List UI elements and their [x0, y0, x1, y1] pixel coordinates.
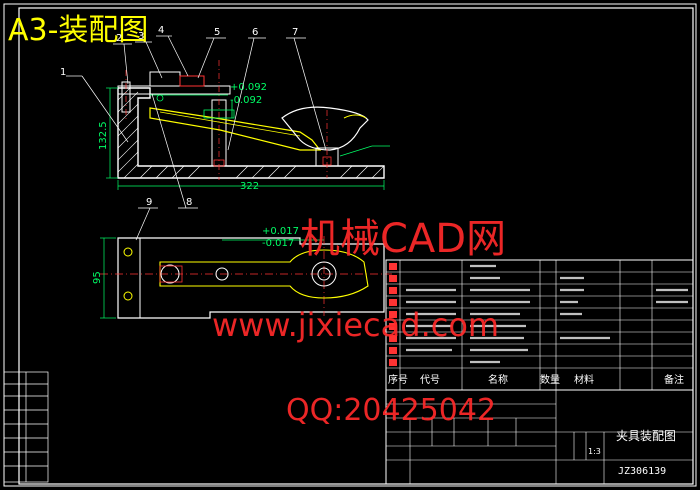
drawing-title: A3-装配图 — [8, 13, 148, 48]
dim-tol-lower-plan: -0.017 — [262, 238, 294, 249]
drawing-scale: 1:3 — [588, 447, 601, 456]
drawing-name: 夹具装配图 — [616, 429, 676, 443]
header-no: 序号 — [388, 373, 408, 386]
callout-9: 9 — [146, 197, 152, 208]
dim-tol-upper-plan: +0.017 — [262, 226, 299, 237]
callout-8: 8 — [186, 197, 192, 208]
front-view: 132.5 322 +0.092 -0.092 — [98, 60, 390, 192]
watermark-line2: www.jixiecad.com — [212, 306, 499, 344]
plan-view: 95 +0.017 -0.017 — [92, 226, 392, 319]
watermark: 机械CAD网 www.jixiecad.com QQ:20425042 — [212, 216, 506, 428]
callout-1: 1 — [60, 67, 66, 78]
header-name: 名称 — [488, 373, 508, 386]
watermark-line1: 机械CAD网 — [300, 216, 506, 262]
header-note: 备注 — [664, 373, 684, 386]
title-block: 夹具装配图 1:3 JZ306139 — [385, 389, 694, 485]
dim-tol-upper-front: +0.092 — [230, 82, 267, 93]
header-material: 材料 — [574, 373, 594, 386]
callout-6: 6 — [252, 27, 258, 38]
left-revision-box — [3, 371, 49, 483]
dim-height-front: 132.5 — [98, 121, 109, 150]
dim-width-front: 322 — [240, 181, 259, 192]
dim-tol-lower-front: -0.092 — [230, 95, 262, 106]
header-code: 代号 — [420, 374, 440, 386]
parts-table: 序号 代号 名称 数量 材料 备注 — [385, 259, 694, 391]
callout-5: 5 — [214, 27, 220, 38]
callout-2: 2 — [116, 33, 122, 44]
outer-border — [3, 3, 697, 487]
watermark-line3: QQ:20425042 — [286, 393, 496, 428]
callout-4: 4 — [158, 25, 164, 36]
callout-3: 3 — [138, 31, 144, 42]
drawing-code: JZ306139 — [618, 466, 666, 477]
dim-height-plan: 95 — [92, 271, 103, 284]
header-qty: 数量 — [540, 373, 560, 386]
callout-7: 7 — [292, 27, 298, 38]
inner-border — [18, 7, 694, 485]
